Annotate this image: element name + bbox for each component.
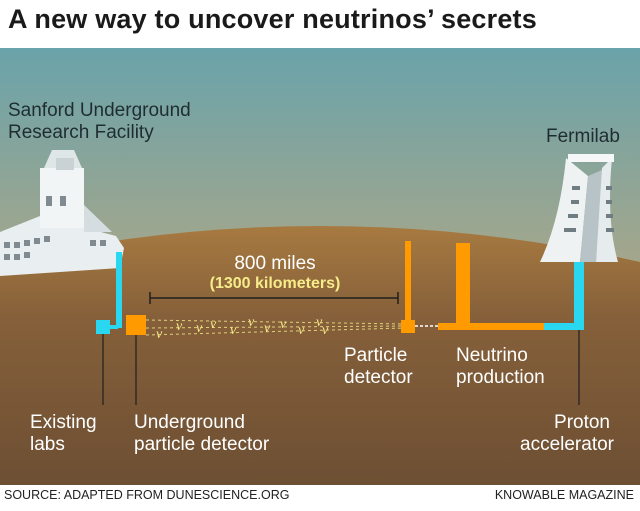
neutrino-symbol: ν (264, 321, 271, 336)
distance-label: 800 miles (1300 kilometers) (150, 253, 400, 293)
distance-km: (1300 kilometers) (209, 275, 341, 292)
existing-labs-connector (108, 325, 118, 329)
particle-detector-box (401, 320, 415, 333)
sanford-shaft (116, 252, 122, 328)
page-title: A new way to uncover neutrinos’ secrets (8, 4, 537, 34)
neutrino-production-shaft (456, 243, 470, 323)
underground-detector-box (126, 315, 146, 335)
proton-accelerator-shaft (574, 262, 584, 328)
neutrino-symbol: ν (280, 317, 287, 332)
existing-labs-label: Existing labs (30, 412, 97, 455)
proton-accelerator-line (544, 323, 584, 330)
neutrino-symbol: ν (248, 315, 255, 330)
sanford-facility-building (0, 150, 124, 276)
publisher-credit: KNOWABLE MAGAZINE (494, 488, 634, 502)
proton-accelerator-label: Proton accelerator (520, 412, 614, 455)
neutrino-production-label: Neutrino production (456, 345, 545, 388)
neutrino-beam (145, 319, 406, 336)
neutrino-symbol: ν (176, 319, 183, 334)
particle-detector-shaft (405, 241, 411, 321)
existing-labs-box (96, 320, 110, 334)
leader-lines (102, 330, 580, 405)
neutrino-symbol: ν (298, 323, 305, 338)
neutrino-symbol: ν (210, 317, 217, 332)
underground-detector-label: Underground particle detector (134, 412, 270, 455)
distance-bracket (149, 292, 399, 304)
particle-detector-label: Particle detector (344, 345, 413, 388)
neutrino-symbol: ν (316, 315, 323, 330)
neutrino-symbol: ν (156, 327, 163, 342)
sanford-label: Sanford Underground Research Facility (8, 100, 191, 143)
neutrino-symbol: ν (230, 323, 237, 338)
source-credit: SOURCE: ADAPTED FROM DUNESCIENCE.ORG (4, 488, 290, 502)
distance-miles: 800 miles (234, 253, 316, 274)
neutrino-production-line (438, 323, 544, 330)
neutrino-symbol: ν (196, 321, 203, 336)
neutrino-symbol: ν (322, 323, 329, 338)
fermilab-building (540, 154, 618, 262)
fermilab-label: Fermilab (546, 126, 620, 147)
ground (0, 226, 640, 485)
